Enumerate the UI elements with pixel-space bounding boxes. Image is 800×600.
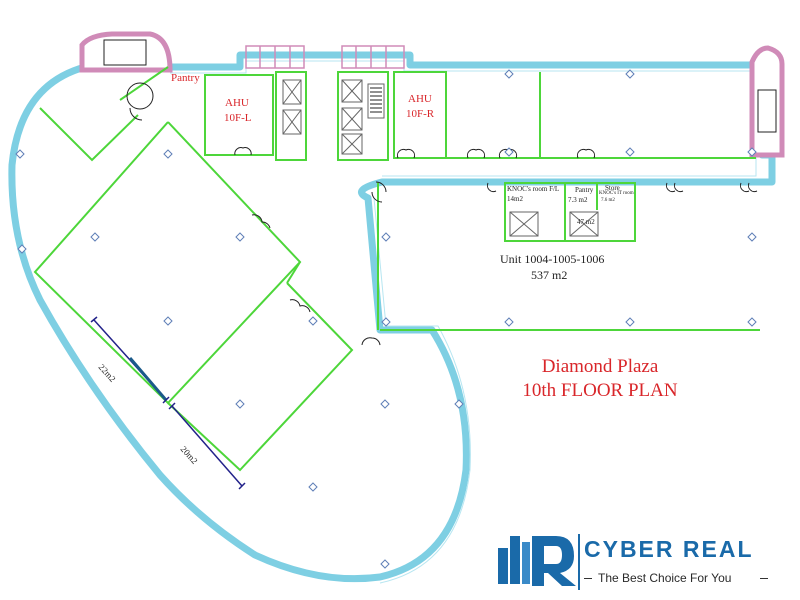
tagline-dash-right — [760, 578, 768, 579]
stair-tower-left — [79, 31, 173, 73]
knoc-it-room-area: 7.6 m2 — [601, 198, 615, 203]
brand-name: CYBER REAL — [584, 536, 754, 562]
ahu-right-label-line1: AHU — [408, 93, 432, 105]
knoc-room-label: KNOC's room F/L — [507, 185, 560, 193]
brand-tagline: The Best Choice For You — [598, 571, 732, 585]
partitions — [33, 66, 760, 472]
ahu-right-label-line2: 10F-R — [406, 108, 435, 120]
pantry-right-label: Pantry — [575, 186, 594, 194]
plan-title-line2: 10th FLOOR PLAN — [522, 380, 678, 401]
knoc-room-area: 14m2 — [507, 195, 523, 203]
doors — [126, 82, 758, 346]
service-core — [204, 71, 756, 242]
outer-wall — [8, 51, 776, 583]
pantry-left-label: Pantry — [171, 72, 200, 84]
knoc-it-room-label: KNOC's IT room — [599, 191, 634, 196]
unit-name-label: Unit 1004-1005-1006 — [500, 252, 605, 266]
core-area-label: 47 m2 — [577, 218, 595, 226]
plan-title-line1: Diamond Plaza — [541, 356, 659, 377]
tagline-dash-left — [584, 578, 592, 579]
store-label: Store — [605, 184, 620, 192]
pantry-right-area: 7.3 m2 — [568, 196, 588, 204]
dimension-lines — [90, 316, 246, 490]
column-markers — [15, 69, 757, 569]
toilet-partitions — [245, 45, 405, 69]
plan-title: Diamond Plaza 10th FLOOR PLAN — [500, 355, 700, 403]
ahu-left-label-line2: 10F-L — [224, 112, 252, 124]
cyber-real-logo-icon — [498, 534, 580, 590]
stair-tower-right — [749, 45, 785, 158]
cyber-real-logo: CYBER REAL The Best Choice For You — [492, 528, 792, 590]
ahu-left-label-line1: AHU — [225, 97, 249, 109]
core-stair — [370, 87, 382, 113]
outer-wall-inner — [170, 60, 757, 584]
elevator-shafts — [282, 79, 599, 237]
unit-area-label: 537 m2 — [531, 268, 568, 282]
